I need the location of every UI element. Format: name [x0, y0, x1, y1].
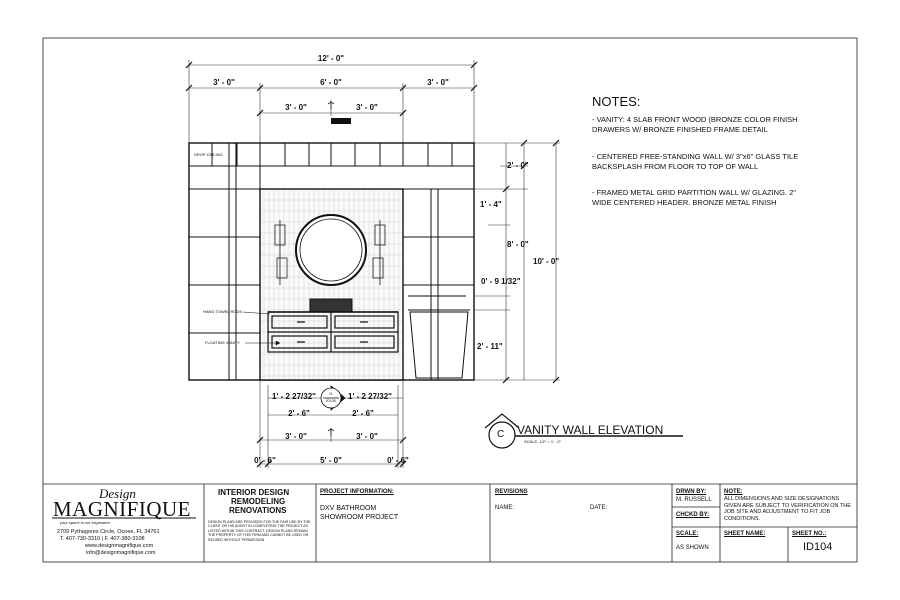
note-partition: - FRAMED METAL GRID PARTITION WALL W/ GL…: [592, 188, 796, 207]
dim-right-bay: 3' - 0": [427, 78, 449, 87]
dim-vanity-height: 2' - 11": [477, 342, 503, 351]
drop-ceiling-panel: [188, 165, 261, 190]
dim-edge-left: 0' - 6": [254, 456, 276, 465]
dim-center-bay: 6' - 0": [320, 78, 342, 87]
sheet-no-value: ID104: [803, 541, 833, 553]
revision-date-label: DATE:: [590, 505, 608, 511]
note-label: NOTE:: [724, 489, 743, 495]
dim-bottom-cl-right: 3' - 0": [356, 432, 378, 441]
dim-overall-height: 10' - 0": [533, 257, 560, 266]
dim-left-bay: 3' - 0": [213, 78, 235, 87]
label-floating-vanity: FLOATING VANITY: [205, 340, 240, 345]
dim-section-right: 1' - 2 27/32": [348, 392, 392, 401]
centerline-symbols: [327, 101, 335, 436]
right-cabinet: [408, 295, 470, 379]
design-disclaimer: DESIGN PLANS ARE PROVIDED FOR THE FAIR U…: [208, 520, 311, 542]
wall-sconces: [274, 220, 386, 285]
company-phone: T. 407-730-3310 | F. 407-380-3108: [60, 536, 145, 542]
dim-half-left: 2' - 6": [288, 409, 310, 418]
sheet-border: [42, 37, 858, 563]
dim-mirror-offset: 1' - 4": [480, 200, 502, 209]
vessel-sink: [309, 298, 353, 313]
dim-cl-left: 3' - 0": [285, 103, 307, 112]
project-info-label: PROJECT INFORMATION:: [320, 489, 394, 495]
round-mirror: [295, 214, 367, 286]
note-backsplash: - CENTERED FREE-STANDING WALL W/ 3"x6" G…: [592, 152, 799, 171]
floating-vanity: [267, 311, 399, 353]
company-address: 2709 Pythagores Circle, Ocoee, FL 34761: [57, 529, 160, 535]
dim-bottom-cl-left: 3' - 0": [285, 432, 307, 441]
service-remodeling: REMODELING: [231, 497, 286, 506]
label-drop-ceiling: DROP CEILING: [194, 152, 223, 157]
drawn-by-value: M. RUSSELL: [676, 497, 712, 503]
label-hand-towel-rods: HAND TOWEL RODS: [203, 309, 243, 314]
dim-panel-height: 8' - 0": [507, 240, 529, 249]
scale-value: AS SHOWN: [676, 545, 709, 551]
company-email: info@designmagnifique.com: [86, 550, 156, 556]
logo-design-text: Design: [99, 486, 136, 501]
view-title-symbol: [484, 413, 683, 449]
ceiling-light: [331, 118, 351, 124]
dim-overall-width: 12' - 0": [317, 54, 345, 63]
revisions-label: REVISIONS: [495, 489, 528, 495]
section-marker: [320, 385, 346, 411]
view-title-scale: SCALE: 1/2" = 1' - 0": [524, 439, 562, 444]
company-website: www.designmagnifique.com: [85, 543, 154, 549]
logo-magnifique-text: MAGNIFIQUE: [53, 497, 191, 521]
leader-lines: [242, 311, 281, 346]
project-name-line1: DXV BATHROOM: [320, 505, 377, 512]
note-vanity: - VANITY: 4 SLAB FRONT WOOD (BRONZE COLO…: [592, 115, 798, 134]
checked-by-label: CHCKD BY:: [676, 512, 710, 518]
dim-half-right: 2' - 6": [352, 409, 374, 418]
drawn-by-label: DRWN BY:: [676, 489, 707, 495]
sheet-no-label: SHEET NO.:: [792, 531, 827, 537]
logo-tagline: your space is our inspiration: [60, 520, 110, 525]
service-renovations: RENOVATIONS: [229, 506, 287, 515]
project-name-line2: SHOWROOM PROJECT: [320, 514, 399, 521]
sheet-name-label: SHEET NAME:: [724, 531, 766, 537]
section-marker-sheet: ID105: [326, 399, 336, 403]
dim-section-left: 1' - 2 27/32": [272, 392, 316, 401]
section-marker-id: D: [329, 391, 333, 396]
dim-cl-right: 3' - 0": [356, 103, 378, 112]
view-title-letter: C: [497, 429, 505, 440]
dim-bottom-center: 5' - 0": [320, 456, 342, 465]
notes-title: NOTES:: [592, 94, 641, 109]
dim-edge-right: 0' - 6": [387, 456, 409, 465]
note-text: ALL DIMENSIONS AND SIZE DESIGNATIONS GIV…: [724, 496, 851, 522]
service-interior-design: INTERIOR DESIGN: [218, 488, 290, 497]
view-title-text: VANITY WALL ELEVATION: [517, 423, 664, 437]
dim-top-band: 2' - 0": [507, 161, 529, 170]
scale-label: SCALE:: [676, 531, 699, 537]
dimension-ticks: [185, 61, 560, 468]
revision-name-label: NAME:: [495, 505, 515, 511]
dim-bar-height: 0' - 9 1/32": [481, 277, 521, 286]
title-block-frame: [43, 483, 857, 562]
right-grid-partition: [403, 189, 474, 380]
